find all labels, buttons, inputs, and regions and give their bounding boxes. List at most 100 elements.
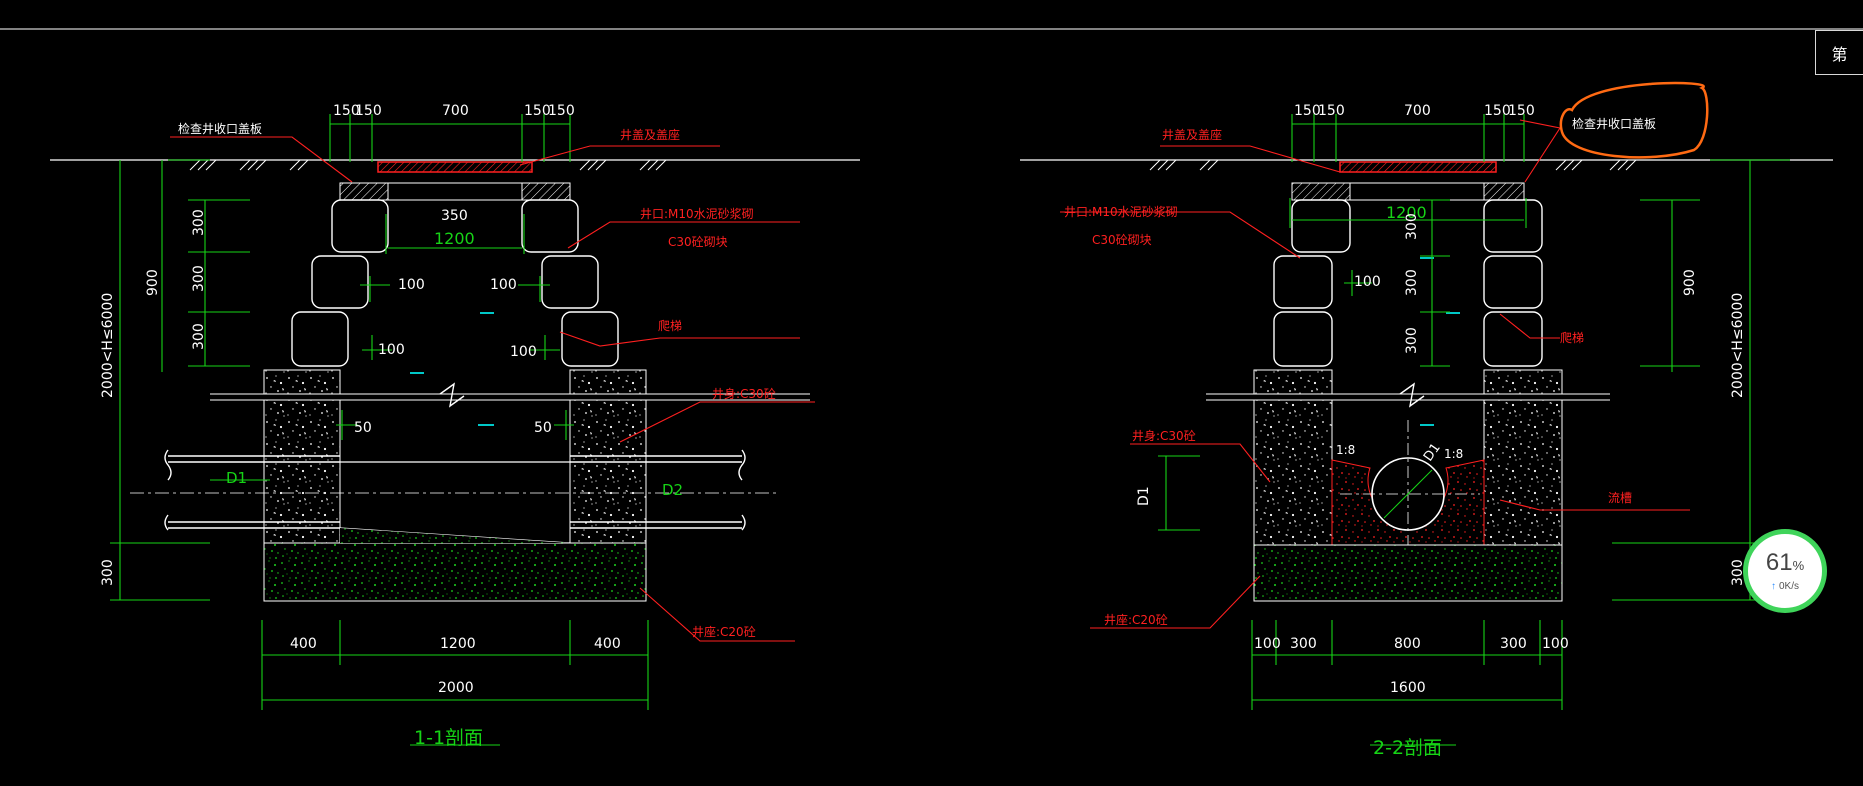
label-mouth2-left: C30砼砌块 bbox=[668, 235, 728, 249]
dim-100a: 100 bbox=[398, 277, 425, 293]
dimension-lines-left bbox=[110, 114, 649, 746]
slope-left: 1:8 bbox=[1336, 443, 1355, 457]
leader-lines-right bbox=[1060, 119, 1690, 629]
dim-bottom-r2: 300 bbox=[1290, 636, 1317, 652]
body-lower-right-l bbox=[1253, 399, 1333, 546]
dim-top-r4: 150 bbox=[1484, 103, 1511, 119]
ground-hatch-right bbox=[1149, 159, 1637, 171]
dim-100c: 100 bbox=[378, 342, 405, 358]
dim-range-right: 2000<H≤6000 bbox=[1730, 293, 1746, 398]
label-wellcover-left: 井盖及盖座 bbox=[620, 127, 680, 142]
dim-top-4: 150 bbox=[524, 103, 551, 119]
dim-300b-right: 300 bbox=[1404, 269, 1420, 296]
dim-base-right: 300 bbox=[1730, 559, 1746, 586]
dim-900-right: 900 bbox=[1682, 269, 1698, 296]
label-ladder-left: 爬梯 bbox=[658, 319, 682, 333]
label-wellcover-right: 井盖及盖座 bbox=[1162, 127, 1222, 142]
label-body-left: 井身:C30砼 bbox=[712, 386, 776, 401]
dim-total: 2000 bbox=[438, 680, 474, 696]
dim-top-5: 150 bbox=[548, 103, 575, 119]
dim-top-r5: 150 bbox=[1508, 103, 1535, 119]
pipe-out-label: D2 bbox=[662, 481, 683, 499]
section-title-right: 2-2剖面 bbox=[1373, 737, 1442, 759]
dim-d1-right: D1 bbox=[1136, 486, 1152, 506]
dim-top-r2: 150 bbox=[1318, 103, 1345, 119]
dim-300b: 300 bbox=[191, 265, 207, 292]
dim-bottom-3: 400 bbox=[594, 636, 621, 652]
dim-100-right: 100 bbox=[1354, 274, 1381, 290]
section-title-left: 1-1剖面 bbox=[414, 727, 483, 749]
label-mouth1-left: 井口:M10水泥砂浆砌 bbox=[640, 206, 754, 221]
pipe-outlet bbox=[570, 449, 746, 531]
label-base-left: 井座:C20砼 bbox=[692, 624, 756, 639]
dim-bottom-r1: 100 bbox=[1254, 636, 1281, 652]
dim-total-right: 1600 bbox=[1390, 680, 1426, 696]
dim-top-r1: 150 bbox=[1294, 103, 1321, 119]
cover-plate-l2 bbox=[521, 182, 571, 201]
label-base-right: 井座:C20砼 bbox=[1104, 612, 1168, 627]
dim-base: 300 bbox=[100, 559, 116, 586]
dim-50b: 50 bbox=[534, 420, 552, 436]
body-upper-right-r bbox=[1483, 369, 1563, 395]
body-upper-left-l bbox=[263, 369, 341, 395]
pipe-inlet bbox=[164, 449, 340, 531]
dim-1200-right: 1200 bbox=[1386, 203, 1427, 222]
page-tab-label: 第 bbox=[1831, 44, 1848, 64]
dim-top-2: 150 bbox=[355, 103, 382, 119]
dimension-lines-right bbox=[1158, 114, 1790, 746]
dim-50a: 50 bbox=[354, 420, 372, 436]
network-speed: ↑0K/s bbox=[1770, 581, 1799, 592]
label-mouth2-right: C30砼砌块 bbox=[1092, 233, 1152, 247]
dim-1200: 1200 bbox=[434, 229, 475, 248]
label-cover-left: 检查井收口盖板 bbox=[178, 121, 262, 136]
label-mouth1-right: 井口:M10水泥砂浆砌 bbox=[1064, 204, 1178, 219]
base-left bbox=[263, 542, 647, 602]
label-ladder-right: 爬梯 bbox=[1560, 331, 1584, 345]
masonry-blocks-right bbox=[1273, 199, 1543, 367]
slope-right: 1:8 bbox=[1444, 447, 1463, 461]
dim-range: 2000<H≤6000 bbox=[100, 293, 116, 398]
body-lower-right-r bbox=[1483, 399, 1563, 546]
section-2-2: 150 150 700 150 150 100 100 300 800 300 … bbox=[1020, 81, 1833, 759]
page-tab[interactable]: 第 bbox=[1815, 30, 1863, 75]
pipe-in-label: D1 bbox=[226, 469, 247, 487]
label-flow-right: 流槽 bbox=[1608, 491, 1632, 505]
ground-hatch-left bbox=[189, 159, 667, 171]
dim-top-3: 700 bbox=[442, 103, 469, 119]
dim-bottom-r3: 800 bbox=[1394, 636, 1421, 652]
well-cover-right bbox=[1339, 161, 1497, 173]
cover-plate-r1 bbox=[1291, 182, 1351, 201]
dim-100d: 100 bbox=[510, 344, 537, 360]
label-cover-right: 检查井收口盖板 bbox=[1572, 116, 1656, 131]
dim-900: 900 bbox=[145, 269, 161, 296]
network-speed-widget[interactable]: 61% ↑0K/s bbox=[1743, 529, 1827, 613]
network-percent: 61% bbox=[1765, 549, 1805, 576]
label-body-right: 井身:C30砼 bbox=[1132, 428, 1196, 443]
ladder-marks-left bbox=[410, 312, 494, 426]
body-upper-left-r bbox=[569, 369, 647, 395]
dim-100b: 100 bbox=[490, 277, 517, 293]
base-right bbox=[1253, 544, 1563, 602]
body-upper-right-l bbox=[1253, 369, 1333, 395]
masonry-blocks-left bbox=[291, 199, 619, 367]
dim-top-1: 150 bbox=[333, 103, 360, 119]
upload-arrow-icon: ↑ bbox=[1770, 581, 1776, 592]
section-1-1: 150 150 700 150 150 350 100 100 100 100 … bbox=[50, 103, 860, 749]
well-cover-left bbox=[377, 161, 533, 173]
dim-bottom-2: 1200 bbox=[440, 636, 476, 652]
dim-bottom-1: 400 bbox=[290, 636, 317, 652]
dim-top-r3: 700 bbox=[1404, 103, 1431, 119]
dim-300a-right: 300 bbox=[1404, 213, 1420, 240]
dim-300c-right: 300 bbox=[1404, 327, 1420, 354]
cover-plate-r2 bbox=[1483, 182, 1525, 201]
leader-lines-left bbox=[170, 136, 815, 642]
dim-350: 350 bbox=[441, 208, 468, 224]
dim-bottom-r4: 300 bbox=[1500, 636, 1527, 652]
dim-300a: 300 bbox=[191, 209, 207, 236]
dim-d1-circle: D1 bbox=[1421, 441, 1444, 465]
highlight-ellipse bbox=[1559, 81, 1709, 159]
cover-plate-l1 bbox=[339, 182, 389, 201]
dim-300c: 300 bbox=[191, 323, 207, 350]
dim-bottom-r5: 100 bbox=[1542, 636, 1569, 652]
